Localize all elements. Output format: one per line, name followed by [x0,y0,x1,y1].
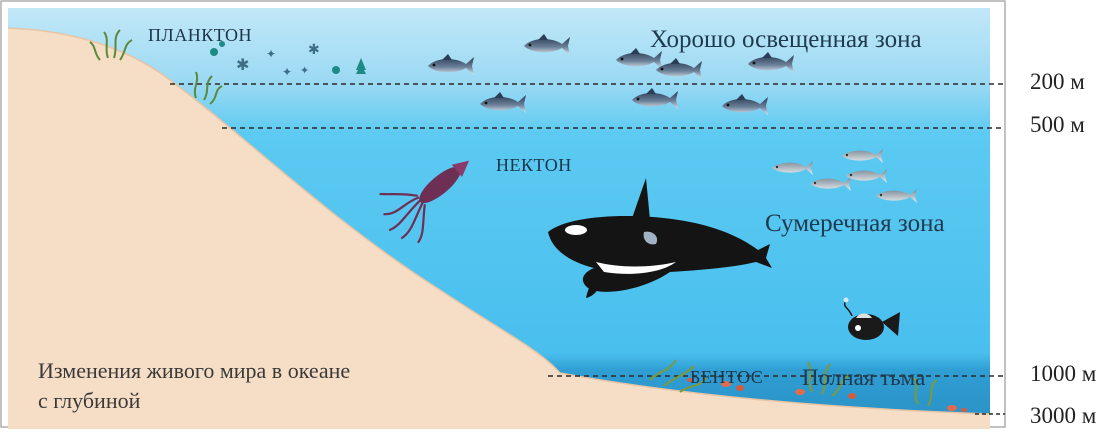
darkness-zone-label: Полная тьма [802,366,925,389]
svg-text:✱: ✱ [236,55,249,74]
caption-line-1: Изменения живого мира в океане [38,356,350,386]
svg-text:✱: ✱ [308,42,320,58]
plankton-label: ПЛАНКТОН [148,26,252,44]
twilight-zone-label: Сумеречная зона [765,211,945,236]
svg-text:✦: ✦ [282,65,292,79]
depth-label-500: 500 м [1030,113,1085,136]
depth-label-200: 200 м [1030,70,1085,93]
depth-label-1000: 1000 м [1030,362,1096,385]
svg-text:✦: ✦ [266,47,276,61]
depth-label-3000: 3000 м [1030,404,1096,427]
benthos-label: БЕНТОС [690,368,763,386]
caption-line-2: с глубиной [38,386,350,416]
well-lit-zone-label: Хорошо освещенная зона [650,27,922,52]
nekton-label: НЕКТОН [496,156,572,174]
svg-text:✦: ✦ [300,64,309,77]
diagram-caption: Изменения живого мира в океане с глубино… [38,356,350,416]
